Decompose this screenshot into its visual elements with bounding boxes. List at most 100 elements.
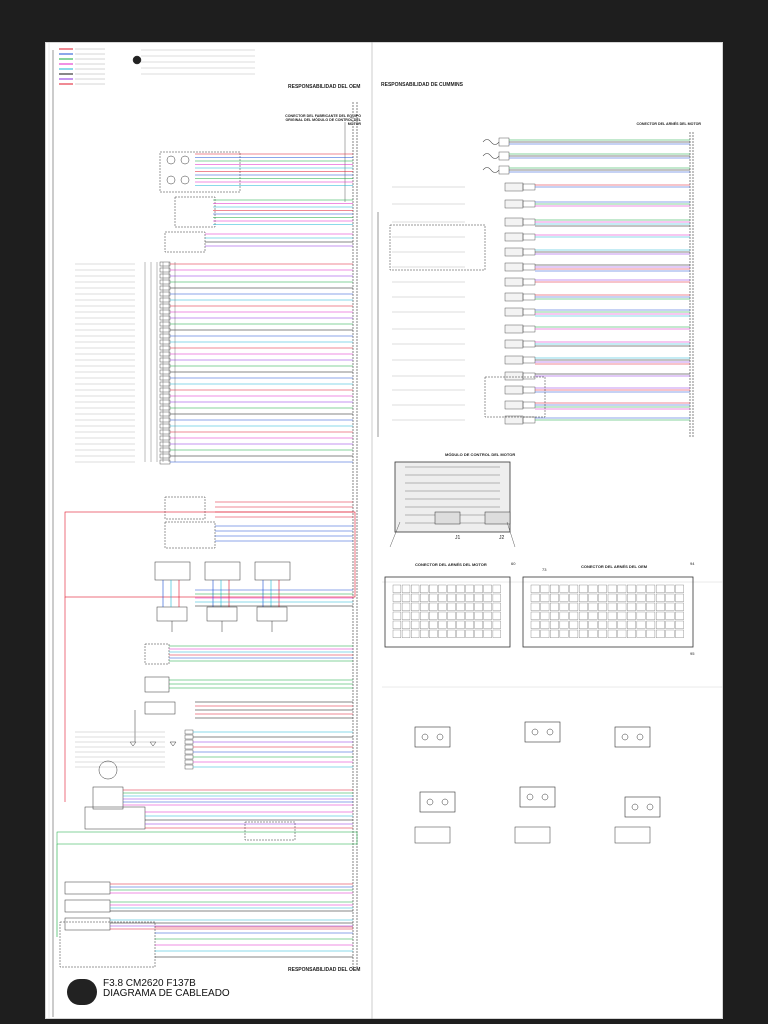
pin-cell: [392, 584, 402, 593]
connector-side-view: [514, 826, 551, 844]
pin-cell: [646, 629, 656, 638]
sensor-connector: [498, 165, 510, 175]
injector-actuator-box: [156, 606, 188, 622]
pin-cell: [550, 584, 559, 593]
switch-symbol: [159, 351, 171, 357]
pin-cell: [429, 629, 438, 638]
pin-cell: [483, 602, 492, 611]
pin-cell: [474, 611, 483, 620]
pin-hole: [546, 728, 554, 736]
pin-cell: [474, 620, 483, 629]
switch-symbol: [184, 754, 194, 760]
sensor-connector: [522, 340, 536, 348]
pin-cell: [465, 602, 474, 611]
pin-cell: [550, 593, 559, 602]
pin-cell: [636, 620, 646, 629]
pin-cell: [447, 602, 456, 611]
sensor-body: [504, 324, 524, 334]
pin-cell: [627, 602, 636, 611]
switch-symbol: [159, 357, 171, 363]
pin-cell: [636, 629, 646, 638]
oval-3pin-face: [419, 791, 456, 813]
pin-cell: [588, 611, 598, 620]
pin-cell: [655, 611, 665, 620]
pin-cell: [655, 593, 665, 602]
pin-cell: [420, 620, 429, 629]
pin-cell: [492, 629, 501, 638]
pin-cell: [465, 584, 474, 593]
pin-cell: [550, 602, 559, 611]
pin-cell: [447, 620, 456, 629]
pin-cell: [617, 620, 627, 629]
oem-connector-title: CONECTOR DEL FABRICANTE DEL EQUIPO ORIGI…: [285, 114, 361, 127]
pin-hole: [636, 733, 644, 741]
pin-hole: [621, 733, 629, 741]
pin-cell: [540, 584, 550, 593]
pin-cell: [456, 611, 465, 620]
sensor-connector: [522, 308, 536, 316]
pin-cell: [392, 611, 402, 620]
lower-connector-block: [64, 899, 111, 913]
connector-side-view: [414, 826, 451, 844]
pin-cell: [569, 620, 579, 629]
pin-cell: [588, 584, 598, 593]
switch-symbol: [159, 429, 171, 435]
pin-cell: [447, 584, 456, 593]
pin-cell: [598, 584, 607, 593]
pin-cell: [465, 593, 474, 602]
oem-responsibility-label-top: RESPONSABILIDAD DEL OEM: [288, 84, 361, 90]
switch-symbol: [159, 321, 171, 327]
pin-cell: [598, 611, 607, 620]
pin-cell: [401, 620, 411, 629]
switch-symbol: [159, 405, 171, 411]
relay-block-2: [164, 521, 216, 549]
switch-symbol: [159, 453, 171, 459]
pin-cell: [588, 593, 598, 602]
pin-cell: [598, 602, 607, 611]
wiring-diagram-art: [45, 42, 723, 1019]
sensor-body: [504, 247, 524, 257]
pin-cell: [411, 611, 420, 620]
pin-hole: [646, 803, 654, 811]
pin-cell: [492, 611, 501, 620]
pin-cell: [636, 584, 646, 593]
pin-cell: [646, 584, 656, 593]
battery-block: [144, 701, 176, 715]
switch-symbol: [159, 291, 171, 297]
pin-cell: [578, 593, 588, 602]
pin-cell: [456, 629, 465, 638]
pin-cell: [617, 593, 627, 602]
sensor-connector: [522, 372, 536, 380]
sensor-connector: [522, 293, 536, 301]
engine-harness-connector-title: CONECTOR DEL ARNÉS DEL MOTOR: [636, 122, 702, 126]
speed-sensor-icon: [482, 139, 500, 145]
switch-symbol: [159, 261, 171, 267]
lower-connector-block: [64, 881, 111, 895]
pin-cell: [607, 602, 617, 611]
wiring-diagram-sheet: RESPONSABILIDAD DEL OEM RESPONSABILIDAD …: [45, 42, 723, 1019]
pin-cell: [636, 602, 646, 611]
sensor-body: [504, 385, 524, 395]
coolant-temp-block: [144, 643, 170, 665]
sensor-connector: [522, 263, 536, 271]
pin-cell: [411, 602, 420, 611]
sensor-body: [504, 277, 524, 287]
pin-cell: [675, 584, 684, 593]
sensor-connector: [522, 233, 536, 241]
pin-hole: [421, 733, 429, 741]
pin-cell: [429, 620, 438, 629]
pin-cell: [447, 593, 456, 602]
pin-cell: [429, 611, 438, 620]
sensor-body: [504, 371, 524, 381]
ground-symbol: [129, 741, 137, 747]
pin-cell: [401, 611, 411, 620]
sensor-connector: [522, 401, 536, 409]
engine-harness-pinout-title: CONECTOR DEL ARNÉS DEL MOTOR: [415, 562, 487, 567]
j2-leader: [506, 521, 516, 548]
pin-cell: [646, 602, 656, 611]
diagnostic-block: [92, 786, 124, 810]
sensor-connector: [522, 386, 536, 394]
accelerator-pedal-block: [159, 151, 241, 193]
sensor-body: [504, 355, 524, 365]
pin-cell: [438, 593, 447, 602]
